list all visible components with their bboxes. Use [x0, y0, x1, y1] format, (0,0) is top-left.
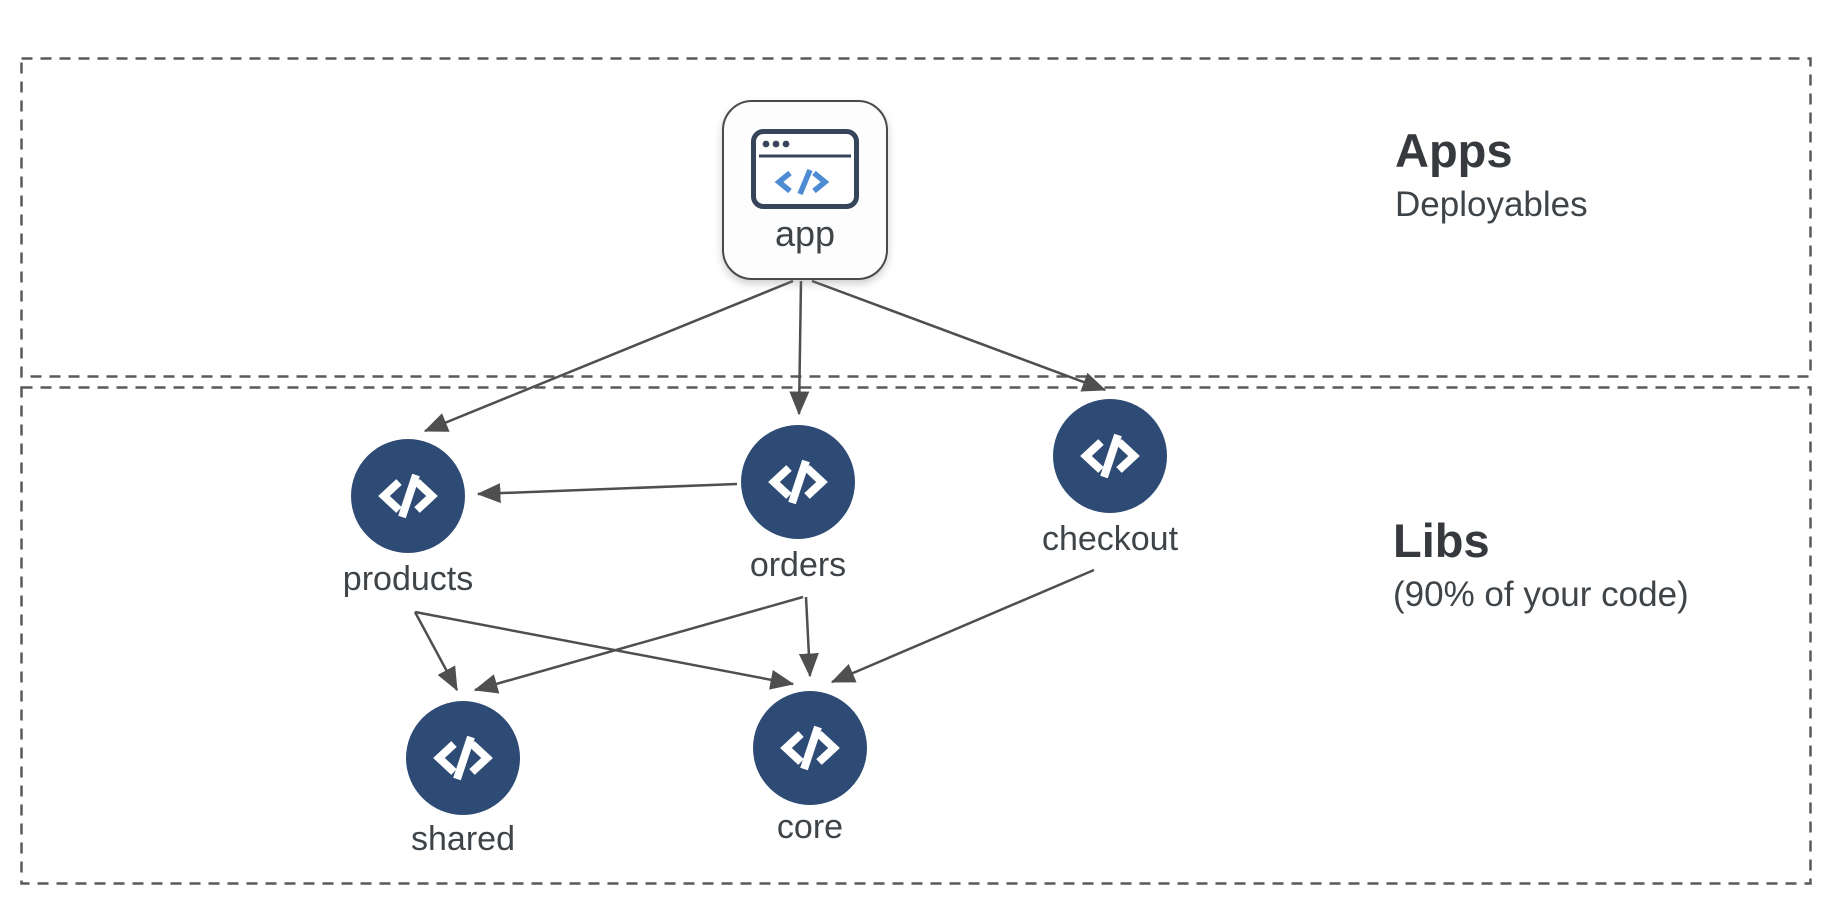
edge-products-core — [414, 610, 795, 690]
edge-checkout-core — [830, 568, 1095, 684]
code-icon — [1080, 433, 1140, 479]
apps-section-subtitle: Deployables — [1395, 184, 1588, 224]
apps-section-label: Apps Deployables — [1395, 125, 1588, 224]
libs-section-border — [20, 386, 1812, 885]
browser-code-icon — [751, 129, 859, 209]
edge-app-products — [423, 279, 794, 433]
node-orders — [741, 425, 855, 539]
node-shared — [406, 701, 520, 815]
node-products-label: products — [342, 560, 474, 598]
node-core-label: core — [776, 808, 844, 846]
node-core — [753, 691, 867, 805]
code-icon — [433, 735, 493, 781]
code-icon — [768, 459, 828, 505]
apps-section-border — [20, 57, 1812, 378]
edge-app-checkout — [811, 279, 1107, 392]
node-orders-label: orders — [749, 546, 847, 584]
apps-section-title: Apps — [1395, 124, 1513, 177]
node-checkout — [1053, 399, 1167, 513]
libs-section-label: Libs (90% of your code) — [1393, 515, 1689, 614]
node-checkout-label: checkout — [1041, 520, 1179, 558]
code-icon — [378, 473, 438, 519]
node-products — [351, 439, 465, 553]
edge-orders-core — [798, 596, 819, 678]
edge-orders-shared — [473, 595, 804, 694]
edge-products-shared — [413, 611, 459, 692]
libs-section-title: Libs — [1393, 514, 1490, 567]
node-app: app — [722, 100, 888, 280]
node-app-label: app — [774, 213, 836, 254]
libs-section-subtitle: (90% of your code) — [1393, 574, 1689, 614]
edge-orders-products — [476, 482, 738, 504]
code-icon — [780, 725, 840, 771]
node-shared-label: shared — [411, 820, 515, 858]
edge-app-orders — [789, 280, 810, 416]
